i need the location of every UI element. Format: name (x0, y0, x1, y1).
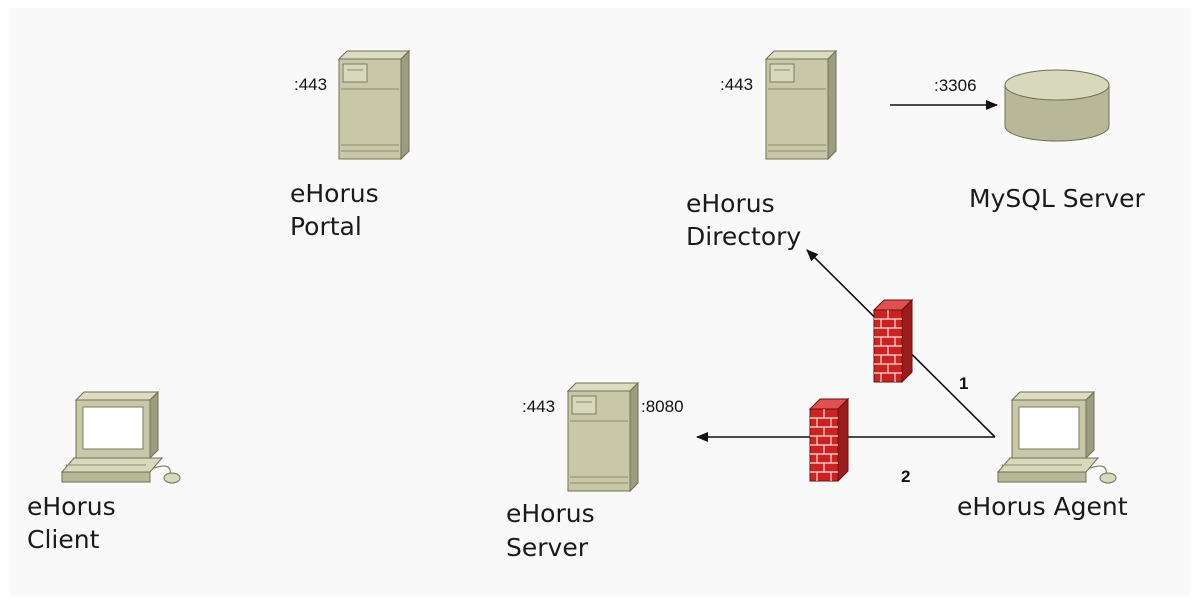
port-label: :443 (720, 75, 753, 94)
node-label: eHorus (290, 179, 379, 208)
node-ehorus-portal: :443 eHorus Portal (290, 50, 410, 241)
database-icon (1004, 69, 1110, 142)
port-label: :443 (522, 397, 555, 416)
node-ehorus-server: :443 :8080 eHorus Server (506, 382, 684, 562)
node-ehorus-agent: eHorus Agent (957, 391, 1128, 521)
edge-label-2: 2 (901, 467, 910, 486)
node-label: Directory (686, 222, 801, 251)
node-label: eHorus (506, 499, 595, 528)
node-label: MySQL Server (969, 184, 1145, 213)
node-mysql-server: :3306 MySQL Server (934, 69, 1145, 213)
port-label: :8080 (641, 397, 684, 416)
port-label: :3306 (934, 76, 977, 95)
server-icon (567, 382, 639, 492)
firewall-icon (873, 299, 913, 383)
node-label: eHorus (686, 189, 775, 218)
port-label: :443 (294, 75, 327, 94)
firewall-icon (809, 398, 849, 482)
node-label: Client (27, 525, 100, 554)
node-ehorus-directory: :443 eHorus Directory (686, 50, 837, 251)
edge-label-1: 1 (959, 374, 968, 393)
node-label: Server (506, 533, 589, 562)
node-label: eHorus (27, 492, 116, 521)
node-label: eHorus Agent (957, 492, 1128, 521)
node-label: Portal (290, 212, 362, 241)
server-icon (338, 50, 410, 160)
server-icon (765, 50, 837, 160)
node-ehorus-client: eHorus Client (27, 391, 181, 554)
